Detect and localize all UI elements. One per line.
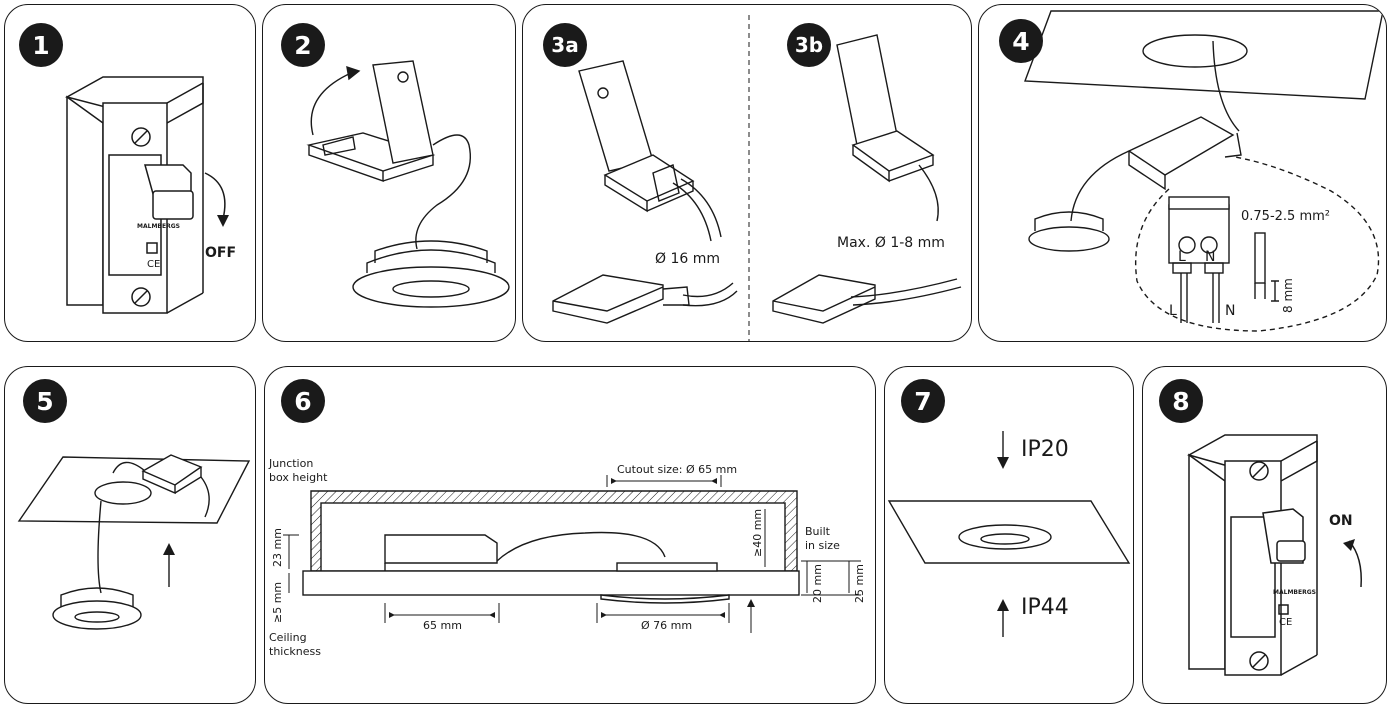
junction-box-height-label-2: box height [269, 471, 328, 484]
diameter-76-label: Ø 76 mm [641, 619, 693, 632]
wire-section-label: 0.75-2.5 mm² [1241, 209, 1330, 224]
breaker-brand-label-on: MALMBERGS [1273, 589, 1316, 596]
breaker-brand-label: MALMBERGS [137, 223, 180, 230]
panel-step-8: 8 MALMBERGS CE ON [1142, 366, 1387, 704]
panel-step-3: 3a 3b Ø 16 mm Max. [522, 4, 972, 342]
panel-step-7: 7 IP20 IP44 [884, 366, 1134, 704]
built-in-label-2: in size [805, 539, 840, 552]
step-badge-2: 2 [281, 23, 325, 67]
ceiling-thickness-label-1: Ceiling [269, 631, 307, 644]
cutout-label: Cutout size: Ø 65 mm [617, 463, 738, 476]
panel-step-6: 6 [264, 366, 876, 704]
panel-step-1: 1 MALMBERGS CE OFF [4, 4, 256, 342]
cable-16-label: Ø 16 mm [655, 251, 721, 267]
built-in-label-1: Built [805, 525, 830, 538]
step-badge-3b: 3b [787, 23, 831, 67]
built-25-label: 25 mm [853, 564, 866, 603]
ce-mark: CE [147, 259, 161, 270]
ce-mark-on: CE [1279, 617, 1293, 628]
off-label: OFF [205, 245, 237, 261]
built-20-label: 20 mm [811, 564, 824, 603]
ip-rating-illustration [887, 431, 1131, 637]
mounting-illustration [17, 454, 251, 630]
step-badge-8: 8 [1159, 379, 1203, 423]
wire-l-label: L [1169, 303, 1177, 319]
dimension-drawing [283, 475, 861, 633]
junction-box-height-label-1: Junction [269, 457, 314, 470]
step-badge-6: 6 [281, 379, 325, 423]
height-23-label: 23 mm [271, 528, 284, 567]
connection-illustration [1024, 10, 1384, 332]
step-badge-1: 1 [19, 23, 63, 67]
ceiling-5-label: ≥5 mm [271, 581, 284, 623]
panel-step-2: 2 [262, 4, 516, 342]
breaker-on-illustration [1187, 434, 1362, 676]
ip20-label: IP20 [1021, 437, 1069, 462]
height-40-label: ≥40 mm [751, 508, 764, 557]
panel-step-4: 4 [978, 4, 1387, 342]
cable-entry-illustration [552, 15, 962, 341]
step-badge-7: 7 [901, 379, 945, 423]
open-junction-box-illustration [306, 60, 510, 308]
on-label: ON [1329, 513, 1353, 529]
box-65-label: 65 mm [423, 619, 462, 632]
ip44-label: IP44 [1021, 595, 1069, 620]
terminal-l-label: L [1178, 249, 1186, 265]
strip-length-label: 8 mm [1281, 278, 1295, 313]
panel-step-5: 5 [4, 366, 256, 704]
cable-max-label: Max. Ø 1-8 mm [837, 235, 945, 251]
wire-n-label: N [1225, 303, 1236, 319]
step-badge-5: 5 [23, 379, 67, 423]
step-badge-3a: 3a [543, 23, 587, 67]
terminal-n-label: N [1205, 249, 1216, 265]
breaker-off-illustration [64, 76, 229, 314]
ceiling-thickness-label-2: thickness [269, 645, 321, 658]
step-badge-4: 4 [999, 19, 1043, 63]
